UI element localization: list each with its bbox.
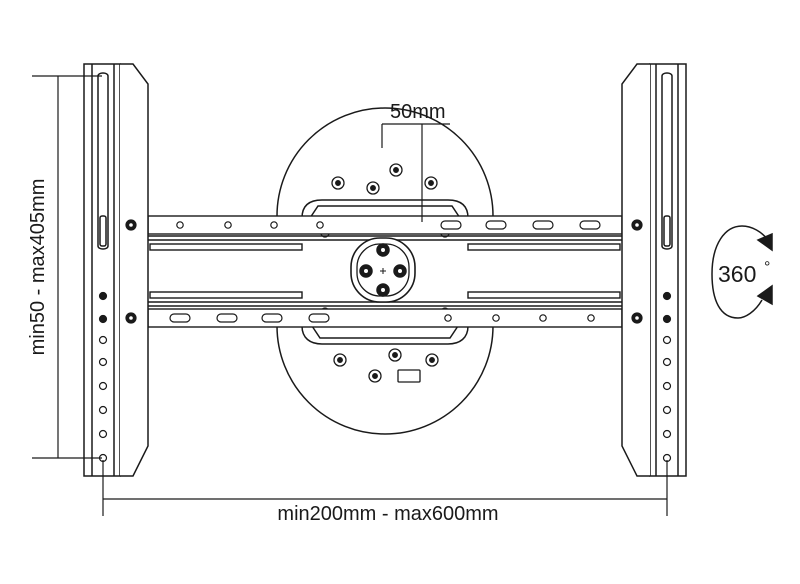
rotation-label: 360 (718, 261, 756, 287)
degree-symbol: ° (764, 259, 770, 276)
center-hub (350, 237, 416, 303)
dimension-50mm (381, 123, 450, 222)
rotation-arrow-icon (711, 225, 773, 319)
right-bracket-holes (631, 219, 672, 463)
dimension-vertical (32, 75, 102, 459)
left-vertical-bracket (83, 63, 149, 477)
vertical-range-label: min50 - max405mm (27, 179, 49, 356)
plate-holes (320, 163, 450, 383)
round-plate (276, 107, 494, 435)
hole-spacing-label: 50mm (390, 101, 446, 123)
arm-holes (169, 220, 601, 323)
right-vertical-bracket (621, 63, 687, 477)
dimension-horizontal (102, 460, 668, 516)
horizontal-range-label: min200mm - max600mm (277, 503, 498, 525)
